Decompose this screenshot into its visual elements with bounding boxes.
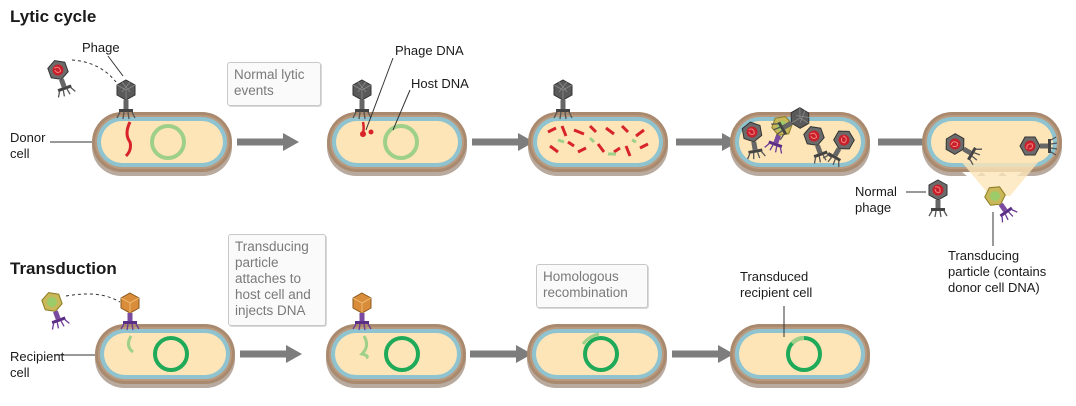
donor-cell xyxy=(92,112,232,176)
arrow-2 xyxy=(472,133,534,151)
transduced-recipient-cell-label: Transduced recipient cell xyxy=(740,269,813,300)
phage-label: Phage xyxy=(82,40,120,55)
fragmenting-cell xyxy=(528,112,668,176)
arrow-1 xyxy=(237,133,299,151)
recipient-cell xyxy=(95,324,235,388)
donor-cell-label: Donor cell xyxy=(10,130,46,161)
transduction-injected-cell xyxy=(326,324,466,388)
transduction-title: Transduction xyxy=(10,259,117,278)
recombination-cell xyxy=(527,324,667,388)
normal-phage-icon xyxy=(928,179,948,218)
recipient-cell-label: Recipient cell xyxy=(10,349,65,380)
arrow-6 xyxy=(470,345,532,363)
arrow-3 xyxy=(676,133,738,151)
phage-dna-label: Phage DNA xyxy=(395,43,464,58)
transduced-cell xyxy=(730,324,870,388)
host-dna-label: Host DNA xyxy=(411,76,469,91)
phage-free-icon xyxy=(45,56,77,100)
normal-lytic-events-box: Normal lytic events xyxy=(227,62,321,106)
transducing-particle-label: Transducing particle (contains donor cel… xyxy=(948,248,1047,295)
injected-cell xyxy=(327,112,467,176)
transducing-attaches-box: Transducing particle attaches to host ce… xyxy=(228,234,326,326)
arrow-5 xyxy=(240,345,302,363)
trans-particle-free-icon xyxy=(39,288,71,332)
homologous-recombination-box: Homologous recombination xyxy=(536,264,648,308)
normal-phage-label: Normal phage xyxy=(855,184,897,215)
lytic-cycle-title: Lytic cycle xyxy=(10,7,97,26)
arrow-7 xyxy=(672,345,734,363)
